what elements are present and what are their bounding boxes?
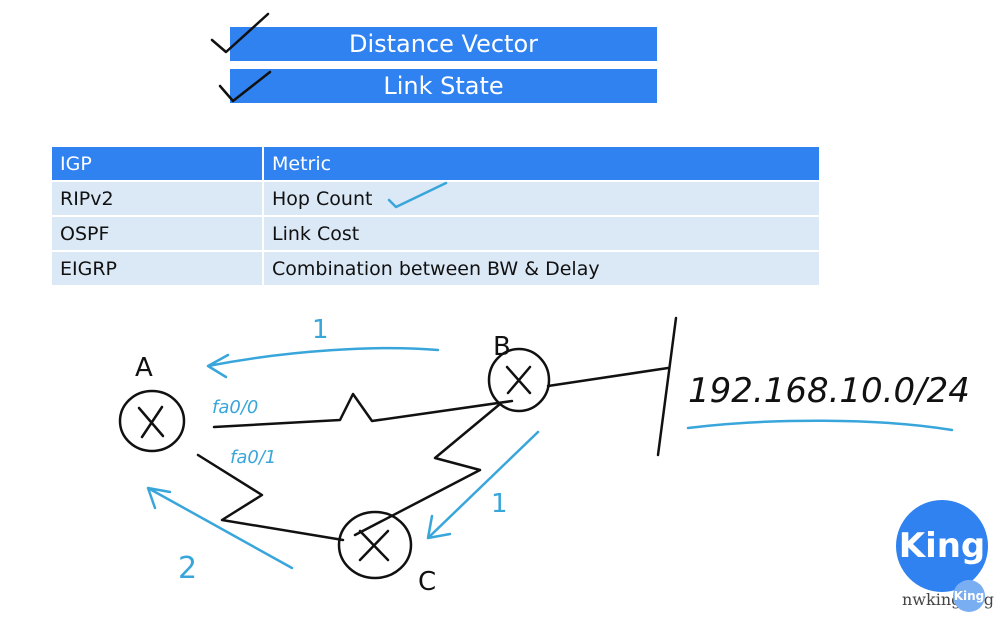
king-mini-logo: King (953, 580, 985, 612)
hop-count-b-c: 1 (491, 489, 508, 519)
network-underline (686, 419, 954, 432)
lan-segment (656, 316, 678, 457)
arrow-b-to-c (426, 430, 540, 540)
igp-cell: EIGRP (52, 251, 264, 287)
interface-fa0-0-label: fa0/0 (212, 397, 258, 418)
ethernet-link-b-lan (546, 366, 670, 388)
router-a-label: A (135, 353, 153, 383)
igp-metric-table: IGP Metric RIPv2 Hop Count OSPF Link Cos… (52, 147, 821, 287)
table-header-row: IGP Metric (52, 147, 821, 182)
distance-vector-banner: Distance Vector (230, 27, 657, 61)
metric-cell: Combination between BW & Delay (263, 251, 821, 287)
igp-cell: RIPv2 (52, 181, 264, 217)
router-b-label: B (493, 332, 511, 362)
checkmark-icon (218, 70, 272, 103)
metric-cell: Hop Count (263, 181, 821, 217)
table-row: EIGRP Combination between BW & Delay (52, 251, 821, 287)
router-c-label: C (418, 567, 436, 597)
hop-count-c-a: 2 (178, 551, 197, 586)
checkmark-icon (210, 12, 270, 54)
link-state-banner: Link State (230, 69, 657, 103)
metric-cell: Link Cost (263, 216, 821, 252)
serial-link-a-b (212, 392, 514, 429)
checkmark-icon (387, 181, 448, 209)
header-metric: Metric (263, 147, 821, 182)
arrow-c-to-a (146, 486, 294, 570)
igp-cell: OSPF (52, 216, 264, 252)
serial-link-b-c (353, 402, 502, 537)
table-row: OSPF Link Cost (52, 216, 821, 252)
hop-count-b-a: 1 (312, 315, 329, 345)
table-row: RIPv2 Hop Count (52, 181, 821, 217)
header-igp: IGP (52, 147, 264, 182)
router-a (118, 389, 186, 453)
king-logo: King (896, 500, 988, 592)
network-address: 192.168.10.0/24 (688, 371, 970, 411)
router-b (487, 347, 551, 413)
router-c (337, 510, 413, 580)
arrow-b-to-a (206, 346, 440, 379)
interface-fa0-1-label: fa0/1 (230, 447, 276, 468)
serial-link-a-c (196, 453, 345, 542)
